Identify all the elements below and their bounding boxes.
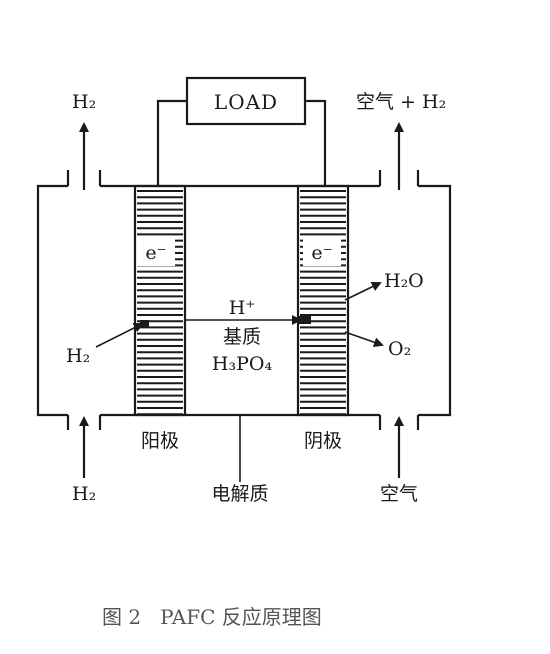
- o2-inlet-label: O₂: [388, 338, 411, 360]
- water-out-arrow: [344, 281, 382, 301]
- labels: H₂ 空气 + H₂ H₂ 空气 H⁺ 基质 H₃PO₄ H₂ H₂O O₂ 阳…: [66, 91, 446, 629]
- bottom-left-gas-label: H₂: [72, 483, 96, 505]
- cathode-contact-dot: [297, 316, 311, 324]
- right-chamber-wall: [418, 184, 452, 417]
- ion-label: H⁺: [229, 297, 256, 319]
- reaction-arrows: [95, 281, 384, 348]
- wire-right: [305, 99, 327, 186]
- water-outlet-label: H₂O: [384, 270, 424, 292]
- matrix-label: 基质: [223, 326, 261, 348]
- o2-in-arrow: [344, 331, 384, 348]
- top-right-gas-label: 空气 + H₂: [356, 91, 446, 113]
- cathode-name-label: 阴极: [304, 430, 342, 452]
- figure-caption: 图 2 PAFC 反应原理图: [102, 605, 322, 629]
- acid-label: H₃PO₄: [212, 353, 273, 375]
- anode-electron-label: e⁻: [145, 242, 166, 264]
- electrolyte-label: 电解质: [211, 483, 268, 505]
- anode-label-box: [137, 238, 175, 266]
- anode-electrode: [133, 184, 187, 417]
- bottom-right-gas-label: 空气: [380, 483, 418, 505]
- gas-ports: [66, 122, 420, 478]
- h2-to-anode-arrow: [95, 323, 144, 348]
- cathode-label-box: [303, 238, 341, 266]
- anode-stripes: [137, 190, 183, 416]
- load-circuit: LOAD: [156, 76, 327, 186]
- left-chamber-wall: [36, 184, 68, 417]
- anode-contact-dot: [140, 320, 149, 327]
- h2-inlet-label: H₂: [66, 345, 90, 367]
- cathode-stripes: [300, 190, 346, 416]
- wire-left: [156, 99, 187, 186]
- electrodes: e⁻ e⁻: [133, 184, 350, 417]
- cathode-electrode: [296, 184, 350, 417]
- anode-name-label: 阳极: [141, 430, 179, 452]
- load-label: LOAD: [214, 90, 278, 114]
- top-left-gas-label: H₂: [72, 91, 96, 113]
- cathode-electron-label: e⁻: [311, 242, 332, 264]
